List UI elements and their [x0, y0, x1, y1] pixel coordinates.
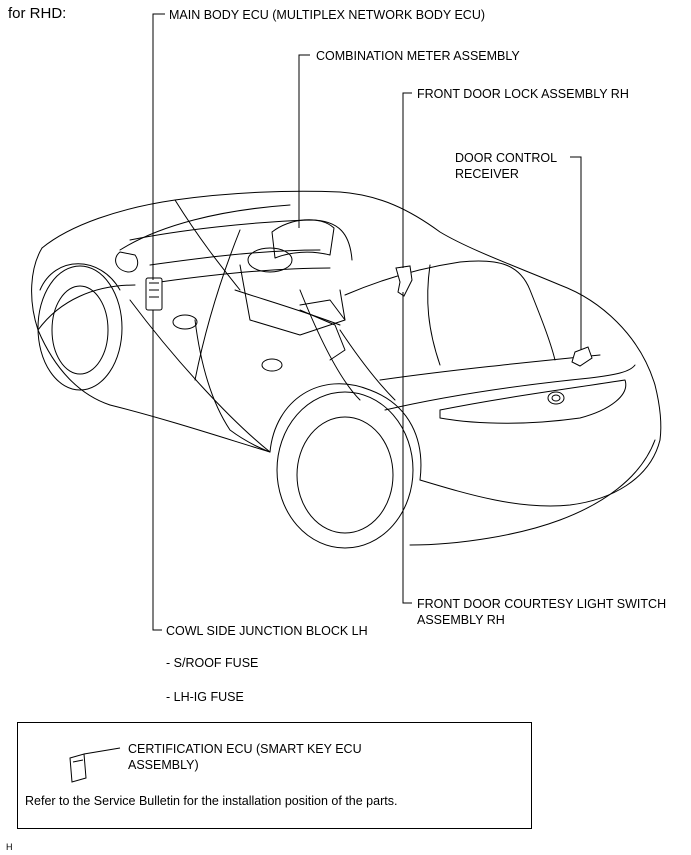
- front-door: [194, 319, 271, 453]
- footer-mark: H: [6, 842, 13, 852]
- service-bulletin-note: Refer to the Service Bulletin for the in…: [25, 794, 398, 808]
- certification-ecu-label-line2: ASSEMBLY): [128, 758, 199, 772]
- legend-box: [17, 722, 532, 829]
- courtesy-switch-label-line2: ASSEMBLY RH: [417, 613, 505, 627]
- diagram-header: for RHD:: [8, 5, 67, 22]
- cowl-junction-block-label: COWL SIDE JUNCTION BLOCK LH: [166, 624, 368, 638]
- windshield: [119, 204, 291, 251]
- meter-cluster: [271, 219, 335, 259]
- main-body-ecu-label: MAIN BODY ECU (MULTIPLEX NETWORK BODY EC…: [169, 8, 486, 22]
- front-door-lock-label: FRONT DOOR LOCK ASSEMBLY RH: [417, 87, 629, 101]
- car-side-sill: [109, 404, 271, 453]
- cowl-junction-block: [145, 277, 163, 311]
- center-console: [239, 264, 346, 336]
- certification-ecu-label-line1: CERTIFICATION ECU (SMART KEY ECU: [128, 742, 362, 756]
- rear-wheel: [276, 391, 414, 549]
- sroof-fuse-label: - S/ROOF FUSE: [166, 656, 259, 670]
- car-roofline: [41, 190, 656, 386]
- lhig-fuse-label: - LH-IG FUSE: [166, 690, 244, 704]
- door-control-receiver-label-line2: RECEIVER: [455, 167, 519, 181]
- dashboard: [129, 219, 353, 261]
- rear-window: [344, 260, 556, 361]
- combination-meter-label: COMBINATION METER ASSEMBLY: [316, 49, 520, 63]
- front-wheel: [37, 265, 123, 391]
- emblem: [547, 391, 565, 405]
- door-lock-assembly: [395, 265, 413, 297]
- certification-ecu-icon: [69, 753, 87, 783]
- b-pillar: [299, 289, 361, 401]
- door-control-receiver: [571, 346, 593, 367]
- courtesy-switch-label-line1: FRONT DOOR COURTESY LIGHT SWITCH: [417, 597, 667, 611]
- trunk-lid: [384, 364, 636, 411]
- rear-bumper: [419, 439, 661, 507]
- door-control-receiver-label-line1: DOOR CONTROL: [455, 151, 558, 165]
